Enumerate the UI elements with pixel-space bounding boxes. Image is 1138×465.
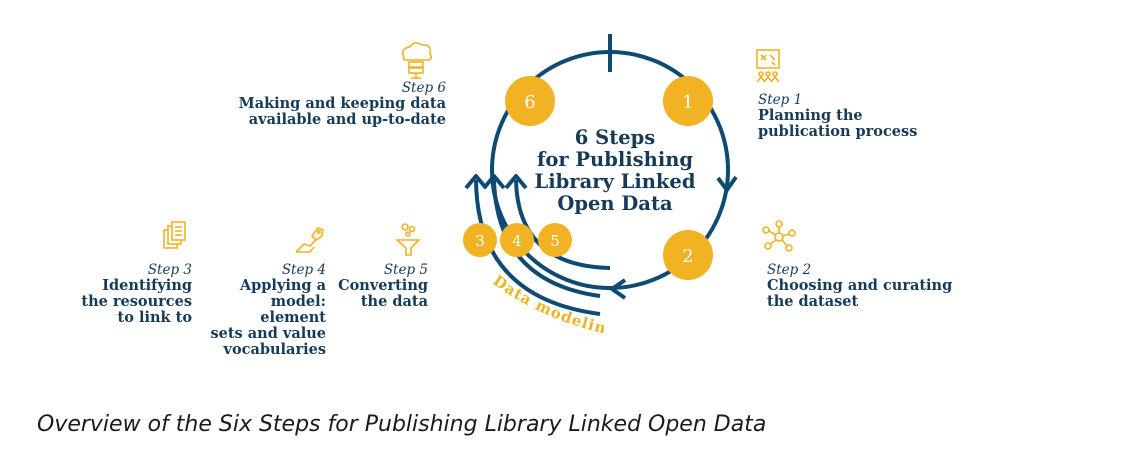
- step-6-circle: 6: [505, 76, 555, 126]
- data-modeling-arc-outer: [474, 179, 601, 316]
- step-6-label: Step 6: [401, 80, 446, 96]
- step-1-description: Planning the publication process: [758, 107, 918, 140]
- cloud-server-icon: [402, 42, 433, 79]
- step-2-number: 2: [682, 246, 693, 267]
- tag-hand-icon: [295, 227, 324, 253]
- step-2-label: Step 2: [767, 262, 812, 278]
- step-6-description: Making and keeping data available and up…: [238, 95, 446, 128]
- step-4-block: Step 4 Applying a model: element sets an…: [200, 262, 326, 358]
- step-1-number: 1: [682, 92, 693, 113]
- data-modeling-arrow-2: [482, 174, 506, 190]
- funnel-icon: [394, 223, 421, 256]
- step-3-circle: 3: [463, 223, 497, 257]
- step-3-label: Step 3: [147, 262, 192, 278]
- step-3-block: Step 3 Identifying the resources to link…: [80, 262, 192, 326]
- cycle-arrow-right: [716, 175, 738, 192]
- step-6-number: 6: [524, 92, 535, 113]
- steps-cycle-diagram: 1 2 3 4 5 6 Data modeling: [0, 0, 796, 338]
- step-5-number: 5: [550, 232, 560, 250]
- step-1-circle: 1: [663, 76, 713, 126]
- step-3-description: Identifying the resources to link to: [81, 277, 192, 326]
- step-5-label: Step 5: [383, 262, 428, 278]
- step-4-circle: 4: [500, 223, 534, 257]
- step-4-number: 4: [512, 232, 522, 250]
- cycle-arrow-bottom: [610, 278, 627, 300]
- data-modeling-arrow-3: [464, 174, 488, 190]
- documents-stack-icon: [163, 221, 186, 249]
- step-5-description: Converting the data: [338, 277, 428, 310]
- planning-board-icon: [756, 49, 780, 83]
- network-nodes-icon: [762, 220, 796, 252]
- figure-caption: Overview of the Six Steps for Publishing…: [37, 412, 767, 437]
- step-5-circle: 5: [538, 223, 572, 257]
- data-modeling-arc-middle: [492, 179, 601, 298]
- step-2-block: Step 2 Choosing and curating the dataset: [767, 262, 952, 310]
- step-2-description: Choosing and curating the dataset: [767, 277, 953, 310]
- step-3-number: 3: [475, 232, 485, 250]
- step-4-label: Step 4: [281, 262, 326, 278]
- step-4-description: Applying a model: element sets and value…: [210, 277, 326, 358]
- step-2-circle: 2: [663, 230, 713, 280]
- step-5-block: Step 5 Converting the data: [330, 262, 428, 310]
- diagram-title: 6 Steps for Publishing Library Linked Op…: [534, 126, 696, 215]
- step-1-label: Step 1: [758, 92, 803, 108]
- step-1-block: Step 1 Planning the publication process: [758, 92, 917, 140]
- step-6-block: Step 6 Making and keeping data available…: [220, 80, 446, 128]
- data-modeling-arrow-1: [504, 174, 528, 190]
